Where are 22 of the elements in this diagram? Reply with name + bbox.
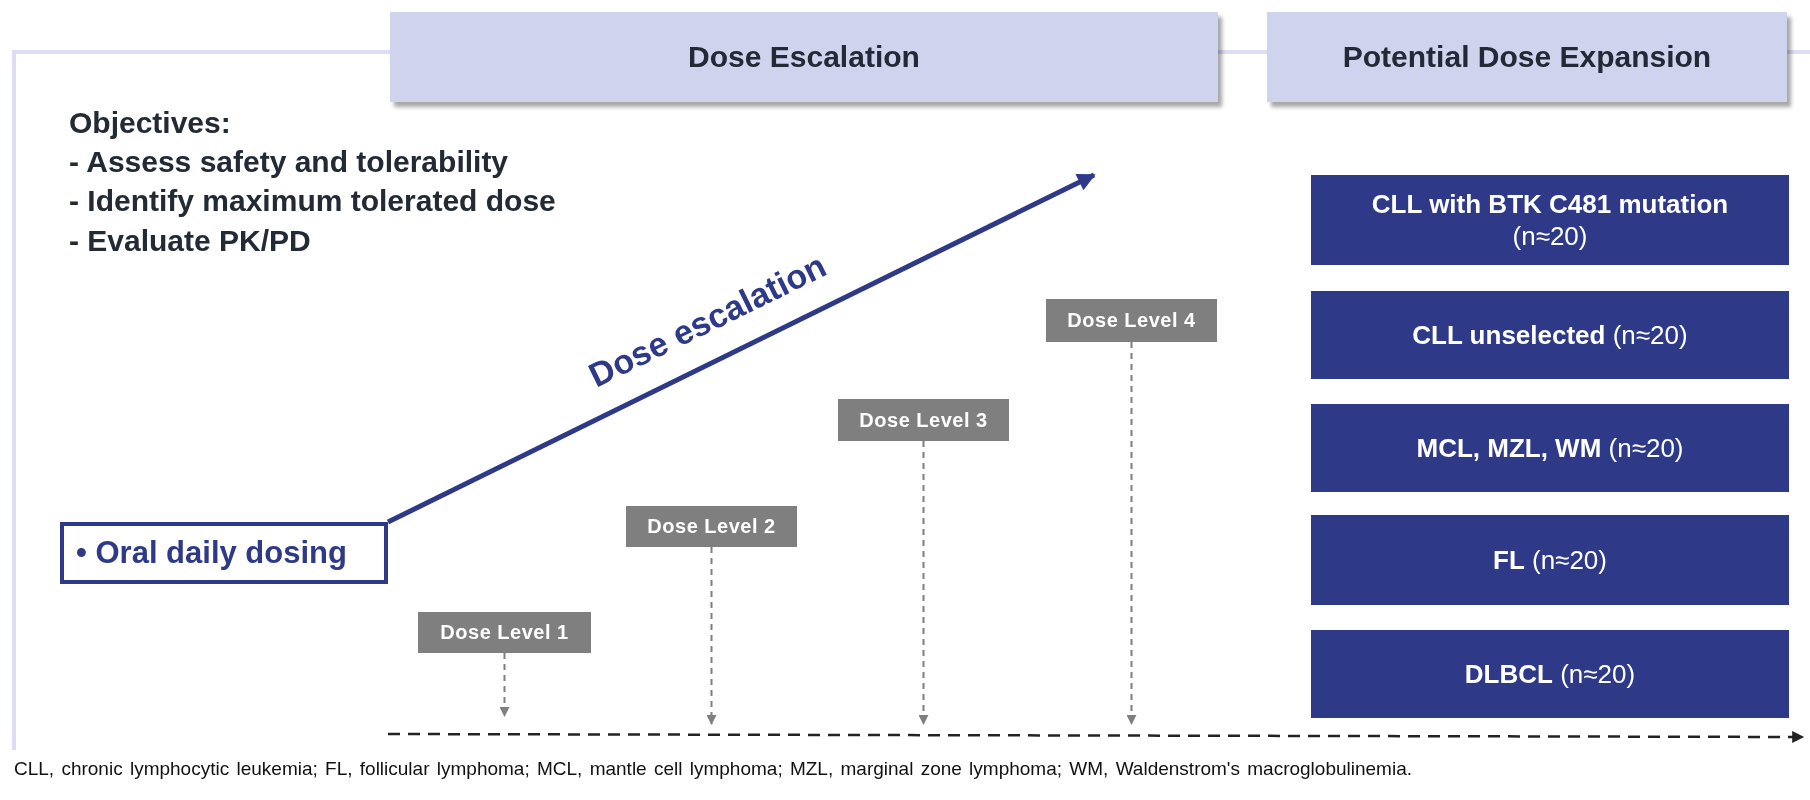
objective-text: - Identify maximum tolerated dose bbox=[69, 184, 556, 218]
cohort-box: DLBCL (n≈20) bbox=[1311, 630, 1789, 718]
cohort-box: MCL, MZL, WM (n≈20) bbox=[1311, 404, 1789, 492]
cohort-box: CLL with BTK C481 mutation (n≈20) bbox=[1311, 175, 1789, 265]
arrow bbox=[386, 172, 1096, 525]
dosing-box: • Oral daily dosing bbox=[60, 522, 388, 584]
dashed-arrow bbox=[499, 652, 510, 717]
objective-text: Objectives: bbox=[69, 106, 231, 140]
dashed-arrow bbox=[1126, 341, 1137, 725]
objective-text: - Assess safety and tolerability bbox=[69, 145, 509, 179]
footnote: CLL, chronic lymphocytic leukemia; FL, follicular lymphoma; MCL, mantle cell lymphoma; MZL, marginal zone lymphoma; WM, Waldenstrom's macroglobulinemia. bbox=[14, 758, 1412, 780]
phase-header: Potential Dose Expansion bbox=[1267, 12, 1787, 102]
dashed-arrow bbox=[706, 546, 717, 725]
phase-header: Dose Escalation bbox=[390, 12, 1218, 102]
dose-level-box: Dose Level 2 bbox=[626, 506, 797, 547]
dose-level-box: Dose Level 1 bbox=[418, 612, 591, 653]
dashed-arrow bbox=[918, 440, 929, 725]
cohort-box: FL (n≈20) bbox=[1311, 515, 1789, 605]
cohort-box: CLL unselected (n≈20) bbox=[1311, 291, 1789, 379]
dose-level-box: Dose Level 3 bbox=[838, 399, 1009, 441]
dose-level-box: Dose Level 4 bbox=[1046, 299, 1217, 342]
objective-text: - Evaluate PK/PD bbox=[69, 224, 311, 258]
